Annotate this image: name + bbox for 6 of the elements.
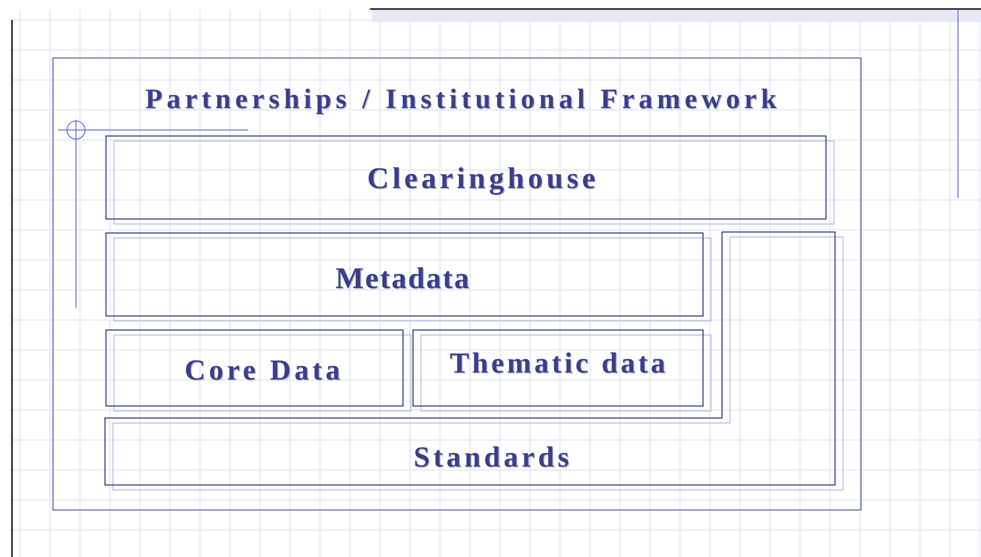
layer-label: Core Data <box>184 354 344 388</box>
layer-label: Clearinghouse <box>367 162 599 196</box>
layer-label: Standards <box>414 442 572 474</box>
layer-label: Thematic data <box>450 348 668 380</box>
framework-title: Partnerships / Institutional Framework <box>145 84 781 116</box>
layer-label: Metadata <box>335 262 471 296</box>
